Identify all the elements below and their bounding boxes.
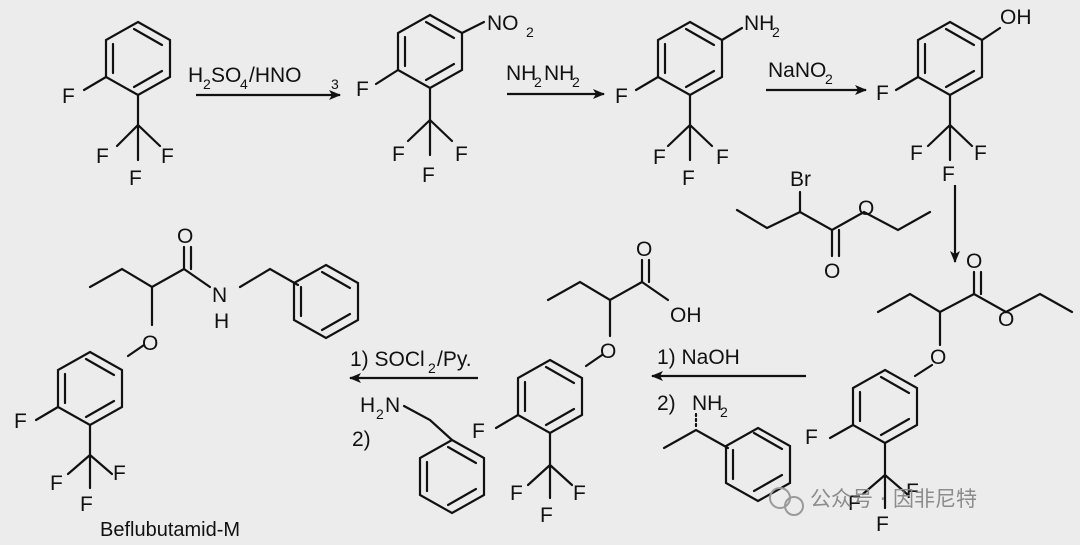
reagent-step-2: 2) [657, 392, 676, 415]
compound-phenol: OH F F F F [876, 6, 1032, 186]
compound-aniline: NH 2 F F F F [615, 12, 780, 190]
step-2-reduction: NH 2 NH 2 [506, 62, 605, 99]
atom-no2: NO [487, 12, 519, 35]
reagent-sub: 2 [534, 74, 542, 90]
atom-f: F [356, 78, 369, 101]
atom-br: Br [790, 168, 811, 191]
wechat-icon [769, 487, 791, 509]
reagent-nh: NH [544, 62, 574, 85]
atom-f: F [62, 85, 75, 108]
atom-f: F [653, 146, 666, 169]
step-3-diazotization: NaNO 2 [766, 59, 867, 95]
reagent-hno: /HNO [249, 64, 302, 87]
atom-f: F [716, 146, 729, 169]
reagent-sub: 4 [240, 76, 248, 92]
reagent-step-2: 2) [352, 428, 371, 451]
atom-nh2: NH [692, 392, 722, 415]
atom-f: F [455, 143, 468, 166]
atom-f: F [510, 482, 523, 505]
atom-f: F [113, 462, 126, 485]
reagent-sub: 2 [203, 76, 211, 92]
atom-sub: 2 [720, 404, 728, 420]
reagent-socl: 1) SOCl [350, 348, 425, 371]
reagent-naoh: 1) NaOH [657, 346, 740, 369]
atom-o: O [966, 250, 982, 273]
atom-o: O [636, 238, 652, 261]
atom-f: F [392, 143, 405, 166]
compound-ethyl-ester: O O O F F F F [805, 250, 1074, 536]
reagent-so: SO [211, 64, 241, 87]
atom-f: F [472, 420, 485, 443]
atom-f: F [615, 85, 628, 108]
atom-f: F [540, 504, 553, 527]
atom-f: F [876, 513, 889, 536]
atom-n: N [385, 394, 400, 417]
atom-sub: 2 [526, 24, 534, 40]
compound-2-fluorobenzotrifluoride: F F F F [62, 20, 174, 190]
atom-sub: 2 [376, 406, 384, 422]
watermark-text: 公众号 · 因非尼特 [810, 487, 977, 511]
atom-o: O [824, 260, 840, 283]
atom-f: F [906, 480, 919, 503]
atom-f: F [573, 482, 586, 505]
wechat-icon [784, 496, 804, 516]
compound-acid: O OH O F F F F [472, 238, 702, 527]
atom-h: H [360, 394, 375, 417]
atom-nh2: NH [744, 12, 774, 35]
atom-o: O [998, 308, 1014, 331]
atom-f: F [96, 145, 109, 168]
atom-f: F [129, 167, 142, 190]
atom-o: O [930, 346, 946, 369]
atom-f: F [974, 142, 987, 165]
reagent-nano: NaNO [768, 59, 826, 82]
reagent-nh: NH [506, 62, 536, 85]
compound-nitro: NO 2 F F F F [356, 12, 534, 187]
atom-f: F [161, 145, 174, 168]
compound-beflubutamid-m: O N H O F F F F Beflubutamid-M [14, 225, 360, 541]
atom-oh: OH [1000, 6, 1032, 29]
atom-f: F [14, 410, 27, 433]
atom-o: O [177, 225, 193, 248]
atom-h: H [214, 310, 229, 333]
atom-f: F [876, 82, 889, 105]
atom-n: N [212, 284, 227, 307]
reagent-sub: 3 [331, 76, 339, 92]
reagent-sub: 2 [825, 71, 833, 87]
reagent-sub: 2 [428, 360, 436, 376]
reagent-sub: 2 [572, 74, 580, 90]
reagent-py: /Py. [437, 348, 472, 371]
atom-o: O [600, 340, 616, 363]
atom-f: F [942, 163, 955, 186]
watermark: 公众号 · 因非尼特 [769, 487, 977, 516]
atom-sub: 2 [772, 24, 780, 40]
product-name: Beflubutamid-M [100, 519, 240, 541]
atom-f: F [682, 167, 695, 190]
step-6-amidation: 1) SOCl 2 /Py. H 2 N 2) [349, 348, 486, 515]
step-5-hydrolysis-resolution: 1) NaOH 2) NH 2 [651, 346, 806, 503]
atom-f: F [422, 164, 435, 187]
reagent-ethyl-2-bromobutanoate: Br O O [735, 168, 932, 283]
reagent-h: H [188, 64, 203, 87]
atom-o: O [858, 197, 874, 220]
atom-f: F [50, 472, 63, 495]
atom-o: O [142, 332, 158, 355]
atom-f: F [805, 426, 818, 449]
atom-oh: OH [670, 304, 702, 327]
atom-f: F [80, 493, 93, 516]
step-1-nitration: H 2 SO 4 /HNO 3 [188, 64, 341, 100]
atom-f: F [910, 142, 923, 165]
atom-f: F [848, 492, 861, 515]
